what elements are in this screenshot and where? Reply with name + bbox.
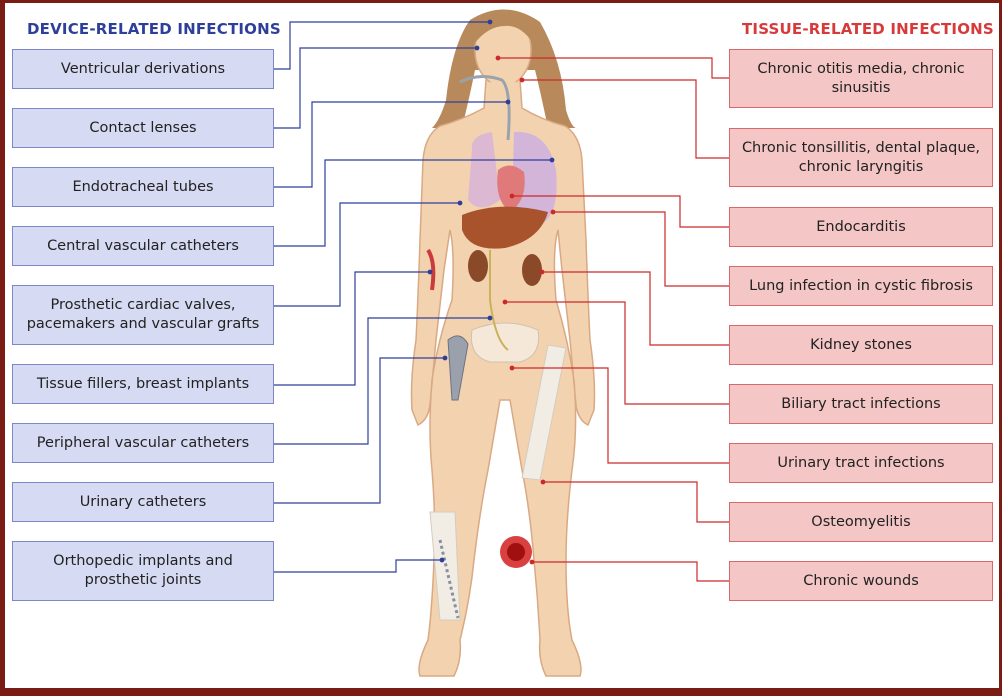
connector-tissue-fillers [274,271,430,386]
connector-endocarditis [512,195,729,228]
pelvis [470,322,540,363]
heart [497,165,525,212]
body-silhouette [410,79,596,677]
arm-catheter-site [426,248,436,291]
device-label: Contact lenses [89,119,197,136]
tissue-box-biliary: Biliary tract infections [729,384,993,424]
connector-endotracheal [274,101,508,188]
tissue-label: Endocarditis [816,218,906,235]
device-label: Orthopedic implants and prosthetic joint… [53,553,233,588]
tissue-box-osteomyelitis: Osteomyelitis [729,502,993,542]
connector-wounds [532,561,729,582]
tissue-heading: TISSUE-RELATED INFECTIONS [742,20,994,38]
tissue-dots [495,55,556,565]
tissue-label: Chronic tonsillitis, dental plaque, chro… [741,139,981,175]
tissue-box-kidney: Kidney stones [729,325,993,365]
device-box-urinary: Urinary catheters [12,482,274,522]
femur-bone [521,344,567,481]
device-label: Prosthetic cardiac valves, pacemakers an… [26,297,260,332]
frame-bottom [0,688,1002,696]
tissue-label: Chronic wounds [803,572,919,589]
orthopedic-plate [438,539,460,619]
device-label: Central vascular catheters [47,237,239,254]
connector-lung [553,211,729,287]
kidney-right [522,254,542,286]
device-label: Endotracheal tubes [72,178,214,195]
connector-orthopedic [274,559,442,573]
tissue-label: Kidney stones [810,336,912,353]
tissue-label: Lung infection in cystic fibrosis [749,277,973,294]
tissue-label: Urinary tract infections [777,454,945,471]
urinary-catheter-line [489,250,509,351]
device-box-endotracheal: Endotracheal tubes [12,167,274,207]
connector-osteomyelitis [543,481,729,523]
tissue-box-tonsillitis: Chronic tonsillitis, dental plaque, chro… [729,128,993,187]
device-box-peripheral: Peripheral vascular catheters [12,423,274,463]
device-box-contact-lenses: Contact lenses [12,108,274,148]
device-box-prosthetic-valves: Prosthetic cardiac valves, pacemakers an… [12,285,274,345]
device-label: Ventricular derivations [60,60,226,77]
device-box-ventricular: Ventricular derivations [12,49,274,89]
kidney-left [468,250,488,282]
device-heading: DEVICE-RELATED INFECTIONS [27,20,281,38]
device-dots [427,19,555,563]
connector-prosthetic-valves [274,202,460,307]
tissue-box-endocarditis: Endocarditis [729,207,993,247]
connector-central-vascular [274,159,552,247]
frame-right [999,0,1002,696]
tissue-box-urinary-tract: Urinary tract infections [729,443,993,483]
lung-right [512,131,557,225]
frame-top [0,0,1002,3]
connector-ventricular [274,21,490,70]
chronic-wound-core [507,543,525,561]
connector-tonsillitis [522,79,729,159]
neck [490,82,516,110]
tissue-box-otitis: Chronic otitis media, chronic sinusitis [729,49,993,108]
tissue-label: Chronic otitis media, chronic sinusitis [757,60,965,96]
connector-urinary-tract [512,367,729,464]
liver [462,206,548,249]
device-box-orthopedic: Orthopedic implants and prosthetic joint… [12,541,274,601]
connector-biliary [505,301,729,405]
device-connectors [274,21,552,573]
tissue-box-lung: Lung infection in cystic fibrosis [729,266,993,306]
tissue-box-wounds: Chronic wounds [729,561,993,601]
device-label: Peripheral vascular catheters [36,434,250,451]
frame-left [0,0,5,696]
tissue-connectors [498,57,729,582]
device-box-tissue-fillers: Tissue fillers, breast implants [12,364,274,404]
connector-otitis [498,57,729,79]
connector-peripheral [274,317,490,445]
connector-contact-lenses [274,47,477,129]
connector-urinary [274,357,445,504]
device-box-central-vascular: Central vascular catheters [12,226,274,266]
hair-top [474,10,534,44]
tissue-label: Osteomyelitis [811,513,911,530]
hip-implant [447,335,469,401]
device-label: Tissue fillers, breast implants [36,375,250,392]
lungs [468,132,500,208]
tissue-label: Biliary tract infections [781,395,941,412]
connector-kidney [542,271,729,346]
device-label: Urinary catheters [79,493,207,510]
endotracheal-tube [459,75,511,141]
